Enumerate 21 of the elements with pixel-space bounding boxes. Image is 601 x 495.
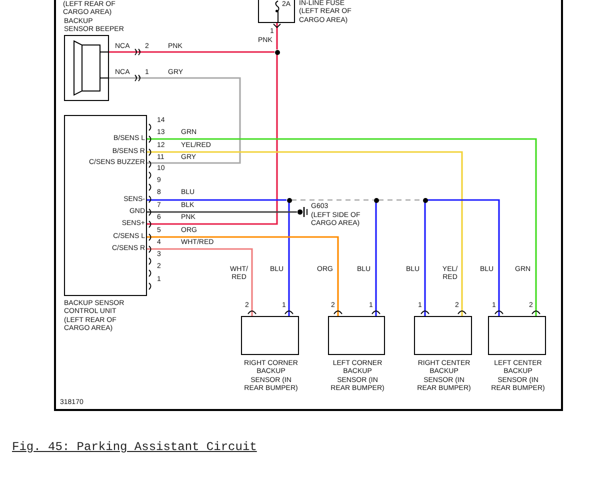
wire — [147, 151, 463, 316]
wire — [147, 211, 297, 213]
wire — [109, 51, 274, 53]
wire — [147, 199, 286, 201]
wire — [428, 199, 500, 316]
wire — [276, 23, 278, 50]
splice-dot — [422, 198, 428, 202]
wire — [375, 202, 377, 316]
fuse-box — [258, 0, 295, 23]
wire — [288, 202, 290, 316]
wire — [147, 138, 537, 316]
wire — [109, 77, 241, 164]
figure-caption: Fig. 45: Parking Assistant Circuit — [12, 440, 257, 454]
ground-symbol — [297, 206, 309, 218]
wire — [424, 202, 426, 316]
splice-dot — [286, 198, 292, 202]
wire — [147, 248, 253, 316]
wire — [147, 236, 339, 316]
splice-dot — [274, 50, 280, 54]
splice-dot — [374, 198, 378, 202]
wire — [147, 54, 278, 225]
